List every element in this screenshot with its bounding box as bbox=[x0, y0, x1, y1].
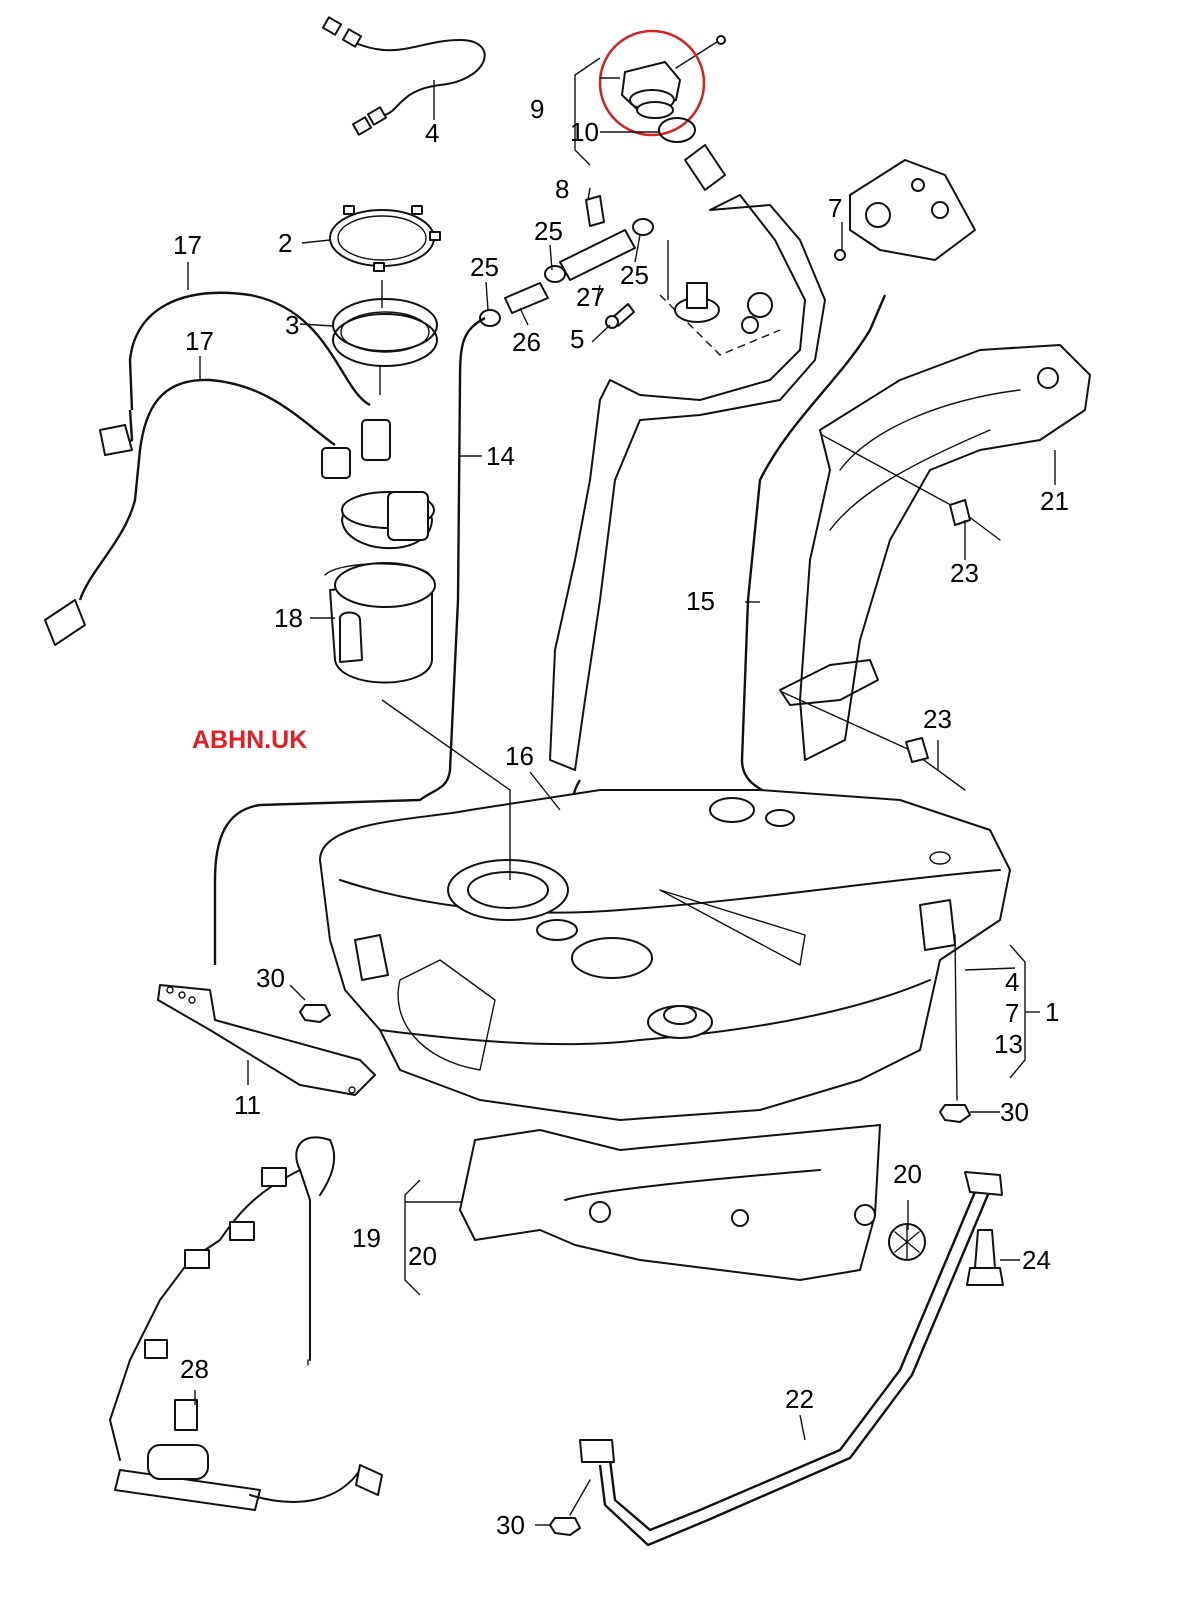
label-part-17-lower[interactable]: 17 bbox=[185, 326, 214, 356]
label-part-19[interactable]: 19 bbox=[352, 1223, 381, 1253]
part-28-wiring-harness[interactable] bbox=[109, 1136, 383, 1511]
label-part-17-upper[interactable]: 17 bbox=[173, 230, 202, 260]
part-5-screw[interactable] bbox=[605, 303, 635, 329]
label-part-9[interactable]: 9 bbox=[530, 94, 544, 124]
part-30-bolt-bottom[interactable] bbox=[549, 1479, 591, 1536]
part-labels: 4 2 3 17 17 18 14 15 16 21 23 23 7 9 10 … bbox=[173, 94, 1069, 1540]
part-30-bolt-left[interactable] bbox=[299, 1004, 331, 1023]
fuel-tank[interactable] bbox=[319, 789, 1011, 1121]
label-part-24[interactable]: 24 bbox=[1022, 1245, 1051, 1275]
part-25-hose-clamp-upper[interactable] bbox=[632, 218, 654, 236]
part-7-mounting-bracket[interactable] bbox=[834, 159, 976, 261]
label-part-20-right[interactable]: 20 bbox=[893, 1159, 922, 1189]
leader-lines bbox=[187, 57, 1056, 1526]
part-20-grommet[interactable] bbox=[888, 1223, 926, 1261]
label-part-4-right[interactable]: 4 bbox=[1005, 967, 1019, 997]
label-part-7-right[interactable]: 7 bbox=[1005, 998, 1019, 1028]
part-19-underbody-shield[interactable] bbox=[459, 1124, 881, 1281]
label-part-22[interactable]: 22 bbox=[785, 1384, 814, 1414]
label-part-15[interactable]: 15 bbox=[686, 586, 715, 616]
tank-vent-valve[interactable] bbox=[674, 282, 720, 323]
label-part-1[interactable]: 1 bbox=[1045, 997, 1059, 1027]
part-17-fuel-return-line[interactable] bbox=[44, 378, 336, 646]
part-14-vent-line[interactable] bbox=[213, 316, 486, 965]
label-part-21[interactable]: 21 bbox=[1040, 486, 1069, 516]
part-18-fuel-pump-module[interactable] bbox=[321, 419, 436, 684]
label-part-3[interactable]: 3 bbox=[285, 310, 299, 340]
label-part-5[interactable]: 5 bbox=[570, 324, 584, 354]
part-30-bolt-right[interactable] bbox=[939, 934, 971, 1123]
part-11-bracket-strip[interactable] bbox=[157, 984, 376, 1096]
label-part-23-lower[interactable]: 23 bbox=[923, 704, 952, 734]
label-part-27[interactable]: 27 bbox=[576, 282, 605, 312]
part-25-hose-clamp-lower[interactable] bbox=[479, 309, 501, 327]
label-part-11[interactable]: 11 bbox=[234, 1090, 261, 1120]
watermark-text: ABHN.UK bbox=[192, 726, 307, 754]
label-part-23-upper[interactable]: 23 bbox=[950, 558, 979, 588]
part-3-seal-ring[interactable] bbox=[332, 298, 438, 367]
label-part-7-top[interactable]: 7 bbox=[828, 193, 842, 223]
part-21-heat-shield[interactable] bbox=[779, 344, 1091, 761]
label-part-14[interactable]: 14 bbox=[486, 441, 515, 471]
label-part-28[interactable]: 28 bbox=[180, 1354, 209, 1384]
part-23-cable-tie-upper[interactable] bbox=[821, 434, 1001, 541]
label-part-30-left[interactable]: 30 bbox=[256, 963, 285, 993]
filler-neck-pipe[interactable] bbox=[549, 144, 826, 771]
part-2-locking-ring[interactable] bbox=[329, 205, 441, 272]
highlight-circle bbox=[598, 29, 706, 137]
part-26-connector-hose[interactable] bbox=[504, 282, 549, 314]
label-part-18[interactable]: 18 bbox=[274, 603, 303, 633]
label-part-26[interactable]: 26 bbox=[512, 327, 541, 357]
part-9-fuel-filler-cap[interactable] bbox=[621, 35, 726, 119]
label-part-10[interactable]: 10 bbox=[570, 117, 599, 147]
part-8-vent-elbow[interactable] bbox=[585, 195, 605, 227]
part-22-tank-strap[interactable] bbox=[579, 1171, 1003, 1547]
label-part-30-right[interactable]: 30 bbox=[1000, 1097, 1029, 1127]
label-part-25-middle[interactable]: 25 bbox=[534, 216, 563, 246]
part-4-sensor-wire[interactable] bbox=[321, 16, 486, 136]
label-part-25-left[interactable]: 25 bbox=[470, 252, 499, 282]
part-17-fuel-supply-line[interactable] bbox=[99, 291, 371, 456]
part-24-strap-bolt[interactable] bbox=[966, 1229, 1004, 1286]
label-part-8[interactable]: 8 bbox=[555, 174, 569, 204]
label-part-16[interactable]: 16 bbox=[505, 741, 534, 771]
label-part-25-right[interactable]: 25 bbox=[620, 260, 649, 290]
part-10-o-ring[interactable] bbox=[658, 117, 696, 143]
part-23-cable-tie-lower[interactable] bbox=[781, 691, 966, 791]
part-27-filter-tube[interactable] bbox=[559, 229, 636, 281]
label-part-13[interactable]: 13 bbox=[994, 1029, 1023, 1059]
label-part-2[interactable]: 2 bbox=[278, 228, 292, 258]
label-part-30-bottom[interactable]: 30 bbox=[496, 1510, 525, 1540]
label-part-4-top[interactable]: 4 bbox=[425, 118, 439, 148]
label-part-20-left[interactable]: 20 bbox=[408, 1241, 437, 1271]
part-25-hose-clamp-middle[interactable] bbox=[544, 265, 566, 283]
